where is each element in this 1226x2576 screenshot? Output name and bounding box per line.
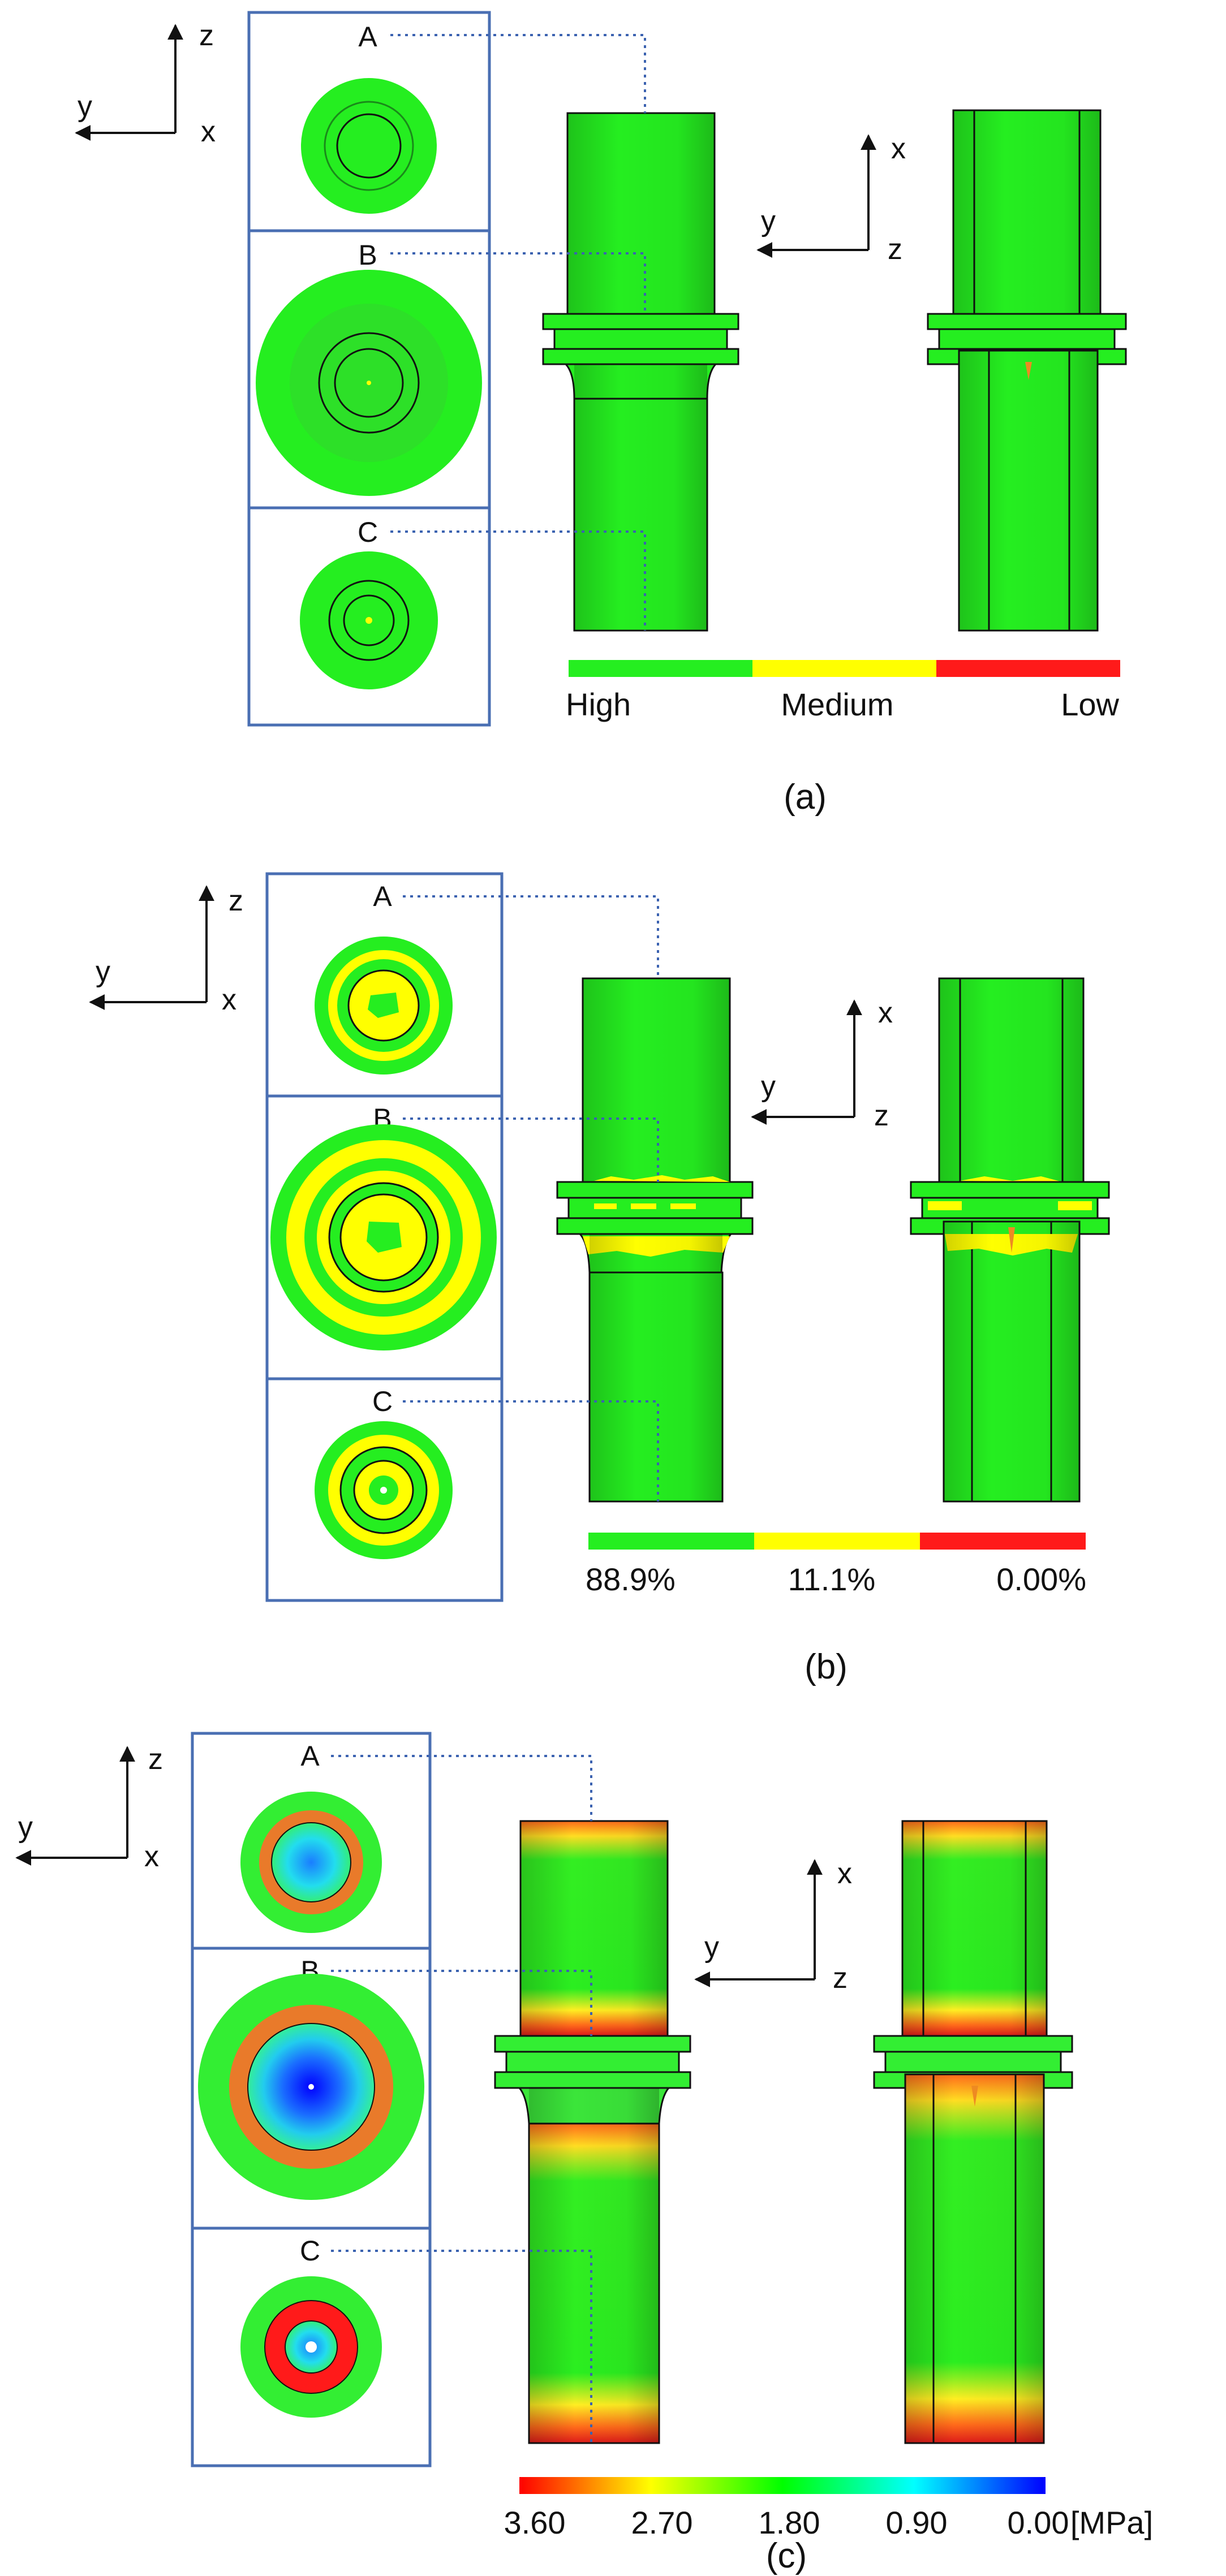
section-label-a: A — [373, 881, 392, 912]
axis-label-vertical: x — [837, 1857, 852, 1890]
axis-triad-left: z y x — [15, 1743, 163, 1873]
axis-triad-right: x y z — [751, 996, 893, 1132]
legend-label: Medium — [781, 687, 893, 722]
legend-label: Low — [1061, 687, 1119, 722]
axis-label-normal: x — [144, 1840, 159, 1873]
cross-section-c — [315, 1421, 453, 1559]
cross-section-a — [315, 937, 453, 1075]
panel-caption: (b) — [805, 1647, 848, 1686]
leader-lines — [390, 34, 646, 631]
legend-percentages: 88.9% 11.1% 0.00% — [586, 1533, 1086, 1597]
legend-swatch-medium — [752, 660, 936, 677]
column-front-view — [556, 977, 754, 1503]
legend-label: 0.90 — [886, 2505, 948, 2540]
axis-label-normal: z — [874, 1099, 889, 1132]
panel-c: z y x A B C — [15, 1732, 1153, 2575]
legend-qualitative: High Medium Low — [566, 660, 1120, 722]
legend-colorbar — [519, 2477, 1046, 2494]
axis-label-vertical: z — [199, 19, 214, 52]
axis-triad-left: z y x — [89, 884, 243, 1016]
legend-label: High — [566, 687, 631, 722]
axis-label-horizontal: y — [96, 955, 110, 988]
legend-swatch-green — [588, 1533, 754, 1550]
cross-section-b — [198, 1974, 424, 2200]
axis-triad-left: z y x — [75, 19, 216, 148]
leader-lines — [331, 1755, 592, 2443]
cross-section-b — [256, 270, 482, 496]
axis-label-normal: x — [222, 983, 236, 1016]
legend-label: 2.70 — [631, 2505, 693, 2540]
section-box: A B C — [265, 872, 504, 1602]
cross-section-b — [270, 1124, 497, 1350]
axis-label-vertical: z — [229, 884, 243, 917]
axis-label-normal: z — [888, 233, 902, 266]
section-box: A B C — [191, 1732, 432, 2467]
legend-label: 0.00% — [996, 1561, 1086, 1597]
legend-label: 0.00 — [1008, 2505, 1069, 2540]
axis-triad-right: x y z — [756, 132, 906, 266]
axis-label-horizontal: y — [761, 205, 776, 238]
legend-swatch-yellow — [754, 1533, 920, 1550]
section-label-b: B — [358, 239, 377, 271]
section-box: A B C — [247, 11, 491, 727]
column-side-view — [873, 1820, 1073, 2444]
axis-label-horizontal: y — [18, 1811, 33, 1844]
legend-swatch-high — [569, 660, 752, 677]
axis-label-horizontal: y — [78, 90, 92, 123]
cross-section-a — [240, 1792, 382, 1933]
section-label-a: A — [358, 21, 377, 53]
section-label-c: C — [300, 2235, 320, 2267]
axis-label-vertical: z — [148, 1743, 163, 1776]
axis-label-vertical: x — [878, 996, 893, 1029]
section-label-a: A — [300, 1740, 320, 1772]
panel-caption: (c) — [766, 2536, 807, 2575]
axis-triad-right: x y z — [694, 1857, 852, 1995]
legend-label: 88.9% — [586, 1561, 676, 1597]
legend-label: 1.80 — [759, 2505, 820, 2540]
panel-caption: (a) — [784, 778, 827, 817]
legend-continuous: 3.60 2.70 1.80 0.90 0.00 [MPa] — [504, 2477, 1153, 2540]
column-side-view — [927, 109, 1127, 632]
cross-section-c — [240, 2276, 382, 2418]
legend-label: 11.1% — [788, 1561, 876, 1597]
panel-a: z y x A B C — [75, 11, 1127, 817]
column-front-view — [494, 1820, 691, 2444]
legend-label: 3.60 — [504, 2505, 566, 2540]
axis-label-normal: x — [201, 115, 216, 148]
panel-b: z y x A B C — [89, 872, 1110, 1686]
axis-label-normal: z — [833, 1962, 848, 1995]
cross-section-c — [300, 551, 438, 689]
column-front-view — [542, 112, 739, 632]
column-side-view — [910, 977, 1110, 1503]
legend-swatch-low — [936, 660, 1120, 677]
axis-label-horizontal: y — [704, 1931, 719, 1964]
legend-unit: [MPa] — [1070, 2505, 1153, 2540]
section-label-c: C — [372, 1386, 393, 1417]
axis-label-vertical: x — [891, 132, 906, 165]
leader-lines — [403, 895, 659, 1501]
section-label-c: C — [358, 516, 378, 548]
legend-swatch-red — [920, 1533, 1086, 1550]
cross-section-a — [301, 78, 437, 214]
axis-label-horizontal: y — [761, 1070, 776, 1103]
